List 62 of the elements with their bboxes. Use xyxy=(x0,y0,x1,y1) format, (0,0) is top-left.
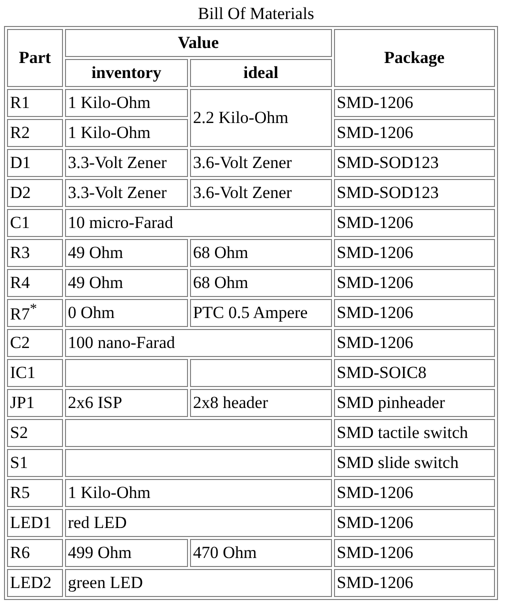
table-cell: 470 Ohm xyxy=(190,539,332,567)
table-cell: 2x8 header xyxy=(190,389,332,417)
table-cell: S2 xyxy=(7,419,63,447)
table-cell: 1 Kilo-Ohm xyxy=(64,119,188,147)
table-cell: SMD-SOD123 xyxy=(334,149,495,177)
column-header: Package xyxy=(334,29,495,87)
table-cell: C1 xyxy=(7,209,63,237)
table-cell: SMD slide switch xyxy=(334,449,495,477)
table-cell: R3 xyxy=(7,239,63,267)
table-cell: 2x6 ISP xyxy=(64,389,188,417)
table-cell: 3.3-Volt Zener xyxy=(64,179,188,207)
table-cell: SMD-1206 xyxy=(334,479,495,507)
table-cell: 100 nano-Farad xyxy=(64,329,332,357)
table-cell: SMD-1206 xyxy=(334,329,495,357)
table-title: Bill Of Materials xyxy=(196,4,316,24)
table-cell: SMD-1206 xyxy=(334,89,495,117)
table-cell: R7$^{*}$ xyxy=(7,299,63,327)
column-header: ideal xyxy=(190,59,332,87)
table-cell: SMD pinheader xyxy=(334,389,495,417)
table-cell: SMD-1206 xyxy=(334,209,495,237)
table-cell: SMD-1206 xyxy=(334,269,495,297)
table-cell: red LED xyxy=(64,509,332,537)
table-cell: 499 Ohm xyxy=(64,539,188,567)
table-cell: SMD-1206 xyxy=(334,569,495,597)
table-cell: SMD-SOIC8 xyxy=(334,359,495,387)
table-cell: SMD-1206 xyxy=(334,509,495,537)
table-cell: R4 xyxy=(7,269,63,297)
table-cell: JP1 xyxy=(7,389,63,417)
table-cell: 49 Ohm xyxy=(64,239,188,267)
table-cell: 1 Kilo-Ohm xyxy=(64,479,332,507)
table-cell: 49 Ohm xyxy=(64,269,188,297)
table-cell: 3.6-Volt Zener xyxy=(190,149,332,177)
table-cell: D1 xyxy=(7,149,63,177)
table-cell: S1 xyxy=(7,449,63,477)
table-cell: C2 xyxy=(7,329,63,357)
table-cell: R1 xyxy=(7,89,63,117)
table-cell: LED1 xyxy=(7,509,63,537)
table-cell: SMD-1206 xyxy=(334,119,495,147)
table-cell: SMD-SOD123 xyxy=(334,179,495,207)
table-cell: SMD tactile switch xyxy=(334,419,495,447)
table-cell: PTC 0.5 Ampere xyxy=(190,299,332,327)
table-cell: SMD-1206 xyxy=(334,239,495,267)
column-header: Part xyxy=(7,29,63,87)
table-cell: D2 xyxy=(7,179,63,207)
table-cell: 10 micro-Farad xyxy=(64,209,332,237)
table-cell: SMD-1206 xyxy=(334,299,495,327)
table-cell: green LED xyxy=(64,569,332,597)
table-cell: 3.3-Volt Zener xyxy=(64,149,188,177)
table-cell: R6 xyxy=(7,539,63,567)
column-header: Value xyxy=(64,29,332,57)
table-cell: R2 xyxy=(7,119,63,147)
table-cell: IC1 xyxy=(7,359,63,387)
column-header: inventory xyxy=(64,59,188,87)
table-cell: R5 xyxy=(7,479,63,507)
table-cell: LED2 xyxy=(7,569,63,597)
table-cell: 68 Ohm xyxy=(190,269,332,297)
table-cell: 0 Ohm xyxy=(64,299,188,327)
table-cell: 3.6-Volt Zener xyxy=(190,179,332,207)
table-cell: SMD-1206 xyxy=(334,539,495,567)
table-cell: 68 Ohm xyxy=(190,239,332,267)
table-cell: 2.2 Kilo-Ohm xyxy=(190,89,332,147)
table-cell: 1 Kilo-Ohm xyxy=(64,89,188,117)
